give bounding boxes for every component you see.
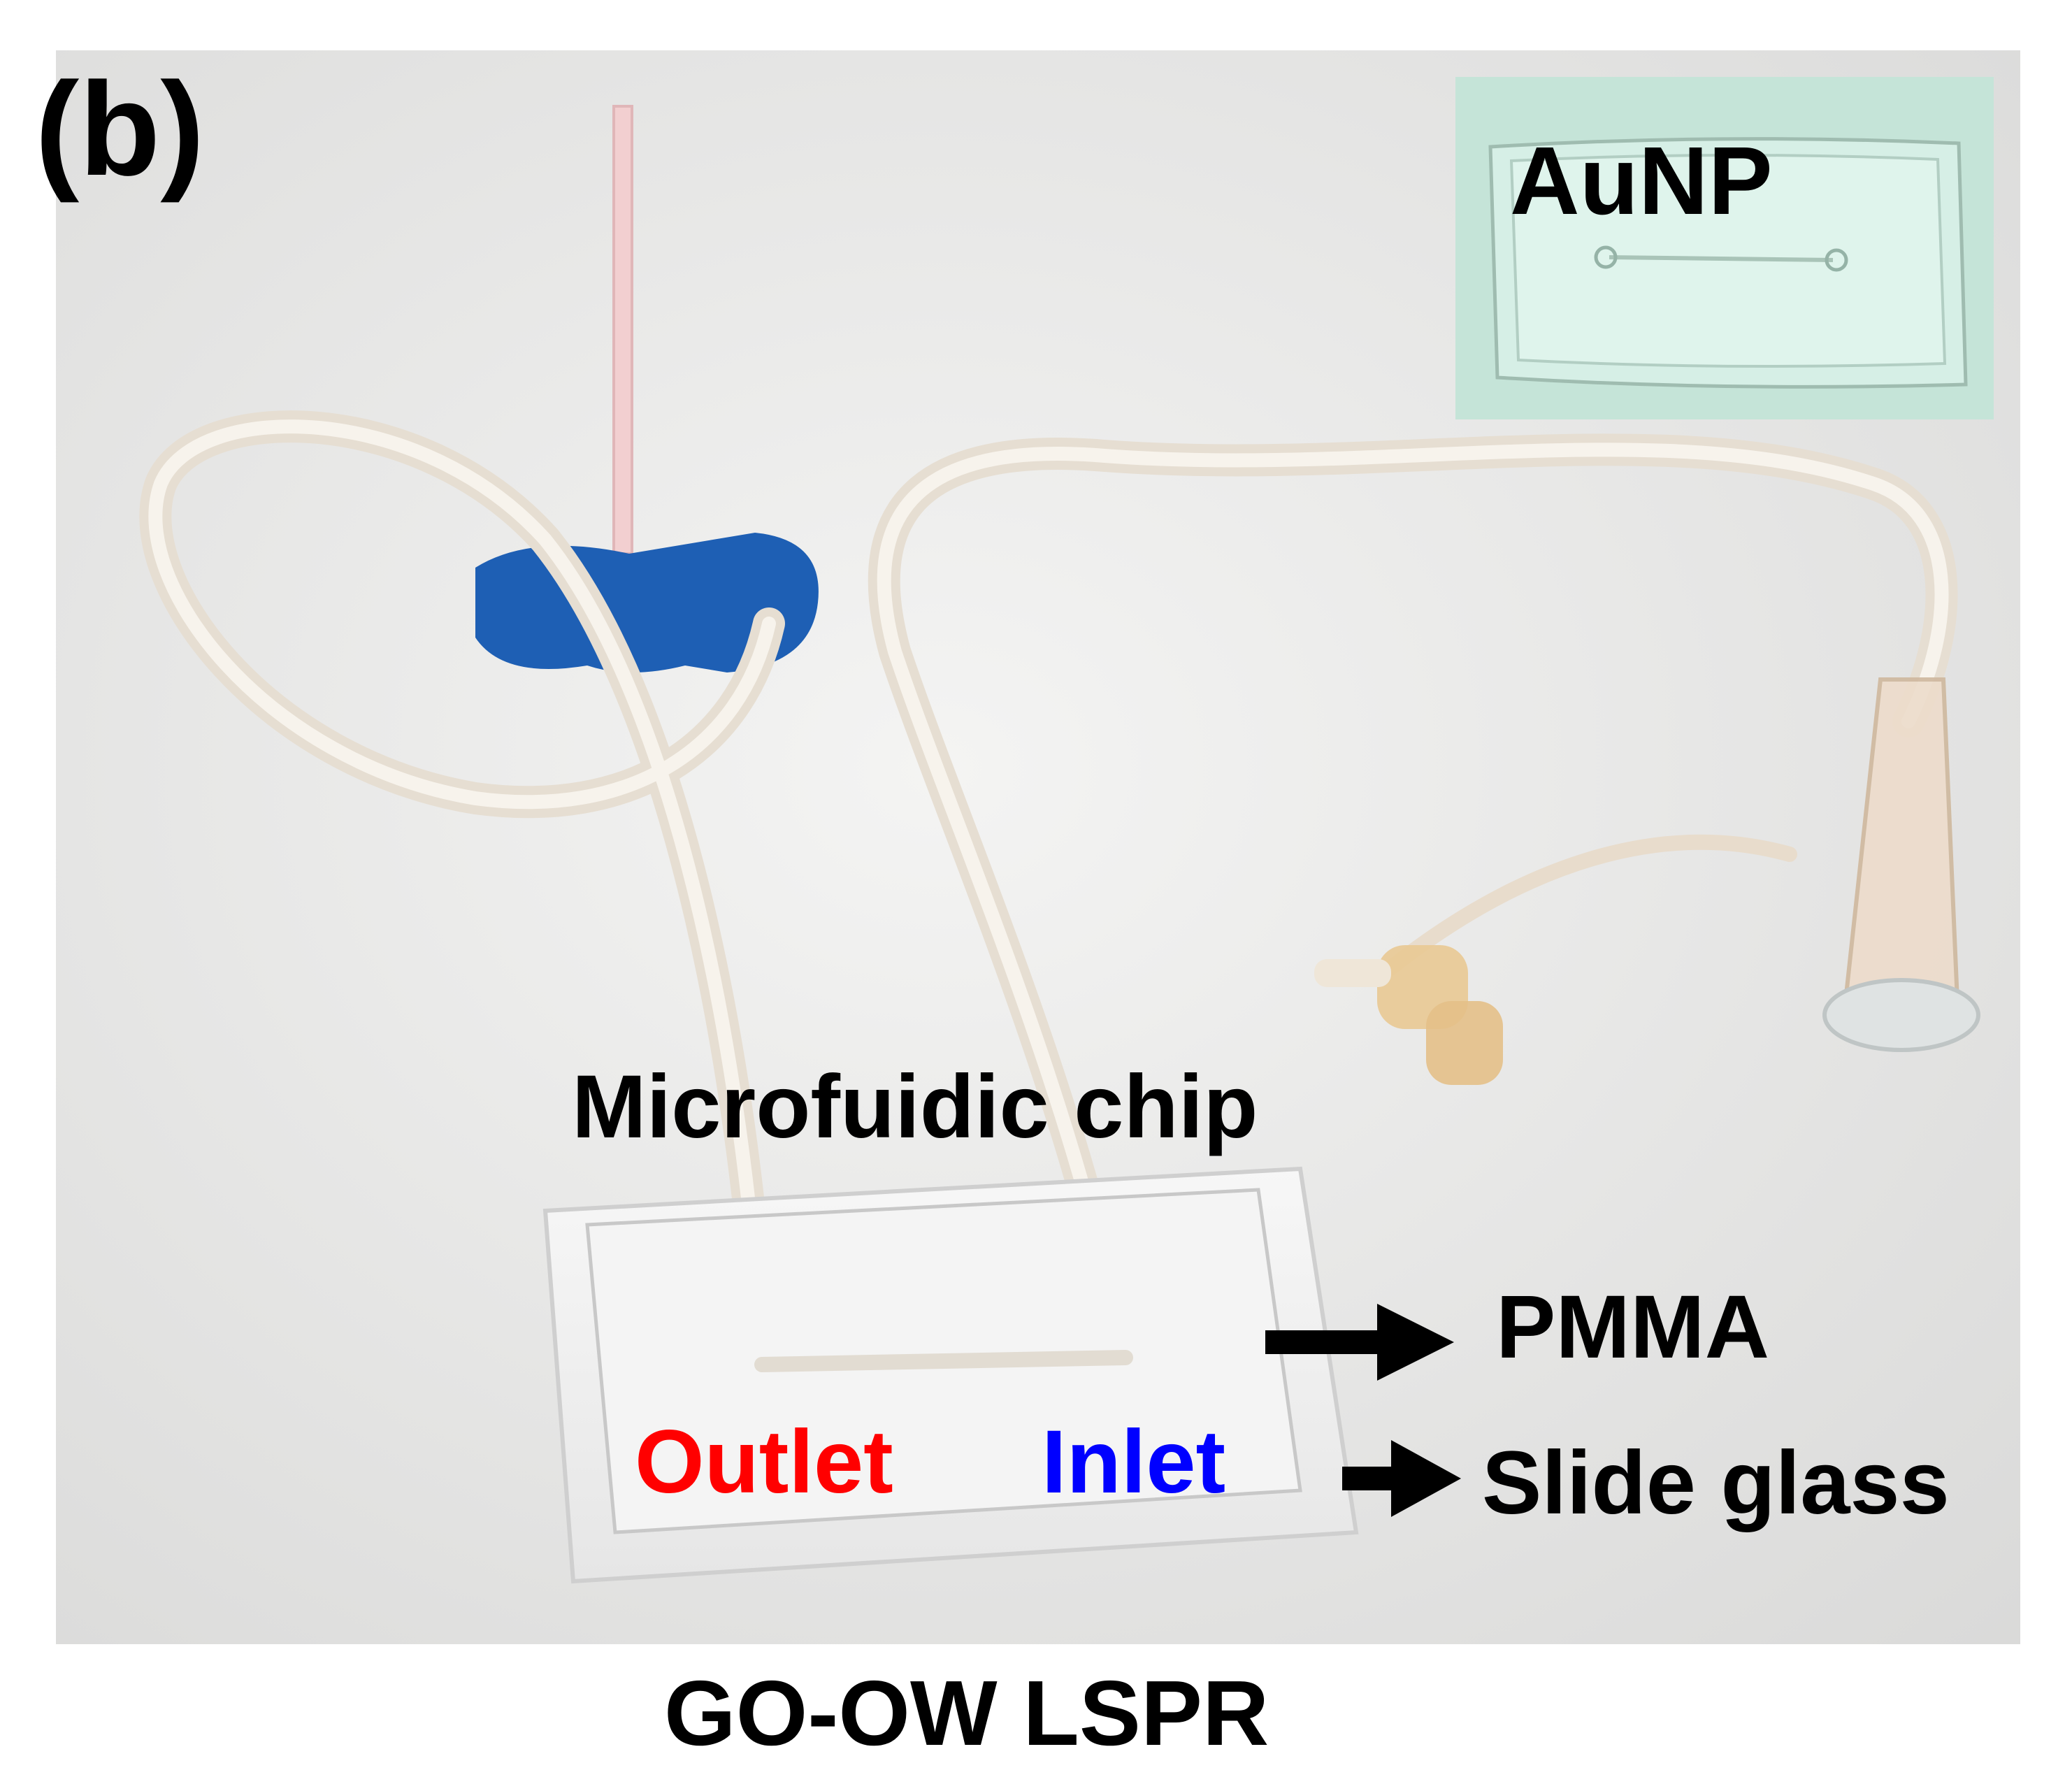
figure-caption: GO-OW LSPR <box>664 1662 1269 1764</box>
inset-photo <box>1455 77 1994 419</box>
fitting-2 <box>1426 1001 1503 1085</box>
inset-port-left <box>1594 245 1618 269</box>
tube-thin <box>1376 834 1797 981</box>
panel-label: (b) <box>35 55 205 203</box>
inlet-label: Inlet <box>1042 1412 1226 1512</box>
outlet-label: Outlet <box>635 1412 893 1512</box>
pmma-label: PMMA <box>1496 1277 1770 1377</box>
arrow-pmma <box>1265 1304 1454 1381</box>
needle-shaft <box>612 105 633 555</box>
channel <box>754 1350 1133 1372</box>
slide-glass-label: Slide glass <box>1482 1433 1950 1533</box>
inset-port-right <box>1825 248 1848 272</box>
inset-chip <box>1488 137 1968 389</box>
arrow-slide <box>1342 1440 1461 1517</box>
inset-label: AuNP <box>1510 127 1773 235</box>
chip-label: Microfuidic chip <box>572 1057 1258 1157</box>
